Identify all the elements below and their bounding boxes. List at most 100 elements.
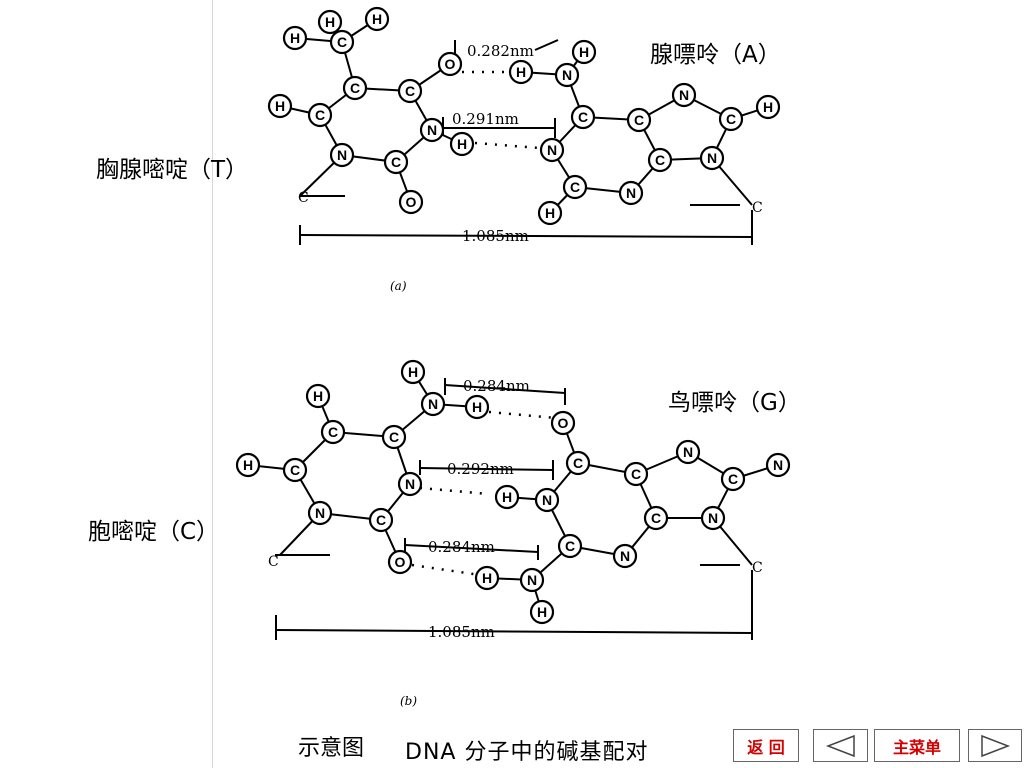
b-h-top-atom: H xyxy=(400,359,426,385)
b-c-o2-atom: O xyxy=(387,549,413,575)
svg-text:C: C xyxy=(565,538,575,554)
a-a-n7-atom: N xyxy=(671,82,697,108)
a-sugar-c-left: C xyxy=(298,190,309,206)
b-distance-label: 1.085nm xyxy=(428,623,495,641)
b-g-n3-atom: N xyxy=(612,543,638,569)
svg-text:H: H xyxy=(313,388,323,404)
svg-text:O: O xyxy=(445,56,456,72)
svg-text:N: N xyxy=(679,87,689,103)
a-t-c5-atom: C xyxy=(342,75,368,101)
svg-text:C: C xyxy=(290,462,300,478)
svg-text:H: H xyxy=(482,570,492,586)
b-c-c5-atom: C xyxy=(320,419,346,445)
next-button[interactable] xyxy=(968,729,1022,762)
a-a-n9-atom: N xyxy=(699,145,725,171)
svg-text:C: C xyxy=(389,429,399,445)
svg-text:H: H xyxy=(579,44,589,60)
a-a-h2-atom: H xyxy=(537,200,563,226)
svg-text:H: H xyxy=(763,99,773,115)
svg-text:H: H xyxy=(516,64,526,80)
a-t-h3-atom: H xyxy=(449,131,475,157)
b-bond3-label: 0.284nm xyxy=(428,538,495,556)
triangle-right-icon xyxy=(981,734,1011,757)
svg-text:H: H xyxy=(457,136,467,152)
svg-text:C: C xyxy=(405,83,415,99)
b-sugar-c-left: C xyxy=(268,554,279,570)
svg-text:H: H xyxy=(502,489,512,505)
a-t-c4-atom: C xyxy=(397,78,423,104)
svg-text:C: C xyxy=(573,455,583,471)
svg-text:C: C xyxy=(315,107,325,123)
back-button-label: 返 回 xyxy=(747,737,785,757)
b-g-o6-atom: O xyxy=(550,410,576,436)
svg-text:N: N xyxy=(547,142,557,158)
main-menu-button[interactable]: 主菜单 xyxy=(874,729,960,762)
back-button[interactable]: 返 回 xyxy=(733,729,799,762)
b-g-c2-atom: C xyxy=(557,533,583,559)
b-sublabel: (b) xyxy=(400,694,417,708)
svg-text:N: N xyxy=(542,492,552,508)
svg-text:N: N xyxy=(428,396,438,412)
a-t-c6-atom: C xyxy=(307,102,333,128)
guanine-label: 鸟嘌呤（G） xyxy=(668,390,801,416)
b-g-n8sub-atom: N xyxy=(765,452,791,478)
svg-text:C: C xyxy=(631,466,641,482)
b-bond2-label: 0.292nm xyxy=(447,460,514,478)
svg-text:H: H xyxy=(472,399,482,415)
svg-text:H: H xyxy=(275,98,285,114)
svg-text:C: C xyxy=(634,112,644,128)
a-a-c2-atom: C xyxy=(562,174,588,200)
svg-text:O: O xyxy=(406,194,417,210)
a-a-n6-atom: N xyxy=(554,62,580,88)
svg-text:C: C xyxy=(655,152,665,168)
svg-text:C: C xyxy=(728,471,738,487)
cytosine-label: 胞嘧啶（C） xyxy=(88,519,220,545)
prev-button[interactable] xyxy=(813,729,868,762)
b-c-c4-atom: C xyxy=(381,424,407,450)
b-c-n3-atom: N xyxy=(397,471,423,497)
b-sugar-c-right: C xyxy=(752,560,763,576)
a-a-h61-atom: H xyxy=(571,39,597,65)
adenine-label: 腺嘌呤（A） xyxy=(650,42,781,68)
a-a-n1-atom: N xyxy=(539,137,565,163)
svg-text:C: C xyxy=(350,80,360,96)
a-h2-atom: H xyxy=(317,9,343,35)
a-t-n3-atom: N xyxy=(419,117,445,143)
svg-text:N: N xyxy=(626,185,636,201)
a-h1-atom: H xyxy=(282,25,308,51)
svg-text:H: H xyxy=(243,457,253,473)
caption-title: DNA 分子中的碱基配对 xyxy=(405,740,649,765)
svg-text:N: N xyxy=(683,444,693,460)
svg-text:N: N xyxy=(405,476,415,492)
svg-text:N: N xyxy=(337,147,347,163)
b-g-h21-atom: H xyxy=(474,565,500,591)
svg-text:N: N xyxy=(527,572,537,588)
b-c-n1-atom: N xyxy=(307,500,333,526)
svg-text:H: H xyxy=(545,205,555,221)
a-a-h8-atom: H xyxy=(755,94,781,120)
b-g-c5-atom: C xyxy=(623,461,649,487)
main-menu-button-label: 主菜单 xyxy=(892,737,941,757)
svg-text:N: N xyxy=(773,457,783,473)
b-g-c6-atom: C xyxy=(565,450,591,476)
a-a-h62-atom: H xyxy=(508,59,534,85)
b-c-n4-atom: N xyxy=(420,391,446,417)
a-a-c5-atom: C xyxy=(626,107,652,133)
svg-text:C: C xyxy=(726,111,736,127)
svg-text:H: H xyxy=(408,364,418,380)
svg-text:H: H xyxy=(372,11,382,27)
svg-text:C: C xyxy=(328,424,338,440)
b-bond1-label: 0.284nm xyxy=(463,377,530,395)
b-g-h22-atom: H xyxy=(529,599,555,625)
a-sublabel: (a) xyxy=(390,279,407,293)
a-h3-atom: H xyxy=(364,6,390,32)
a-bond1-label: 0.282nm xyxy=(467,42,534,60)
a-t-o4-atom: O xyxy=(437,51,463,77)
a-t-c2-atom: C xyxy=(383,149,409,175)
a-bond2-label: 0.291nm xyxy=(452,110,519,128)
svg-text:N: N xyxy=(708,510,718,526)
b-g-n9-atom: N xyxy=(700,505,726,531)
svg-text:C: C xyxy=(570,179,580,195)
a-distance-label: 1.085nm xyxy=(462,227,529,245)
